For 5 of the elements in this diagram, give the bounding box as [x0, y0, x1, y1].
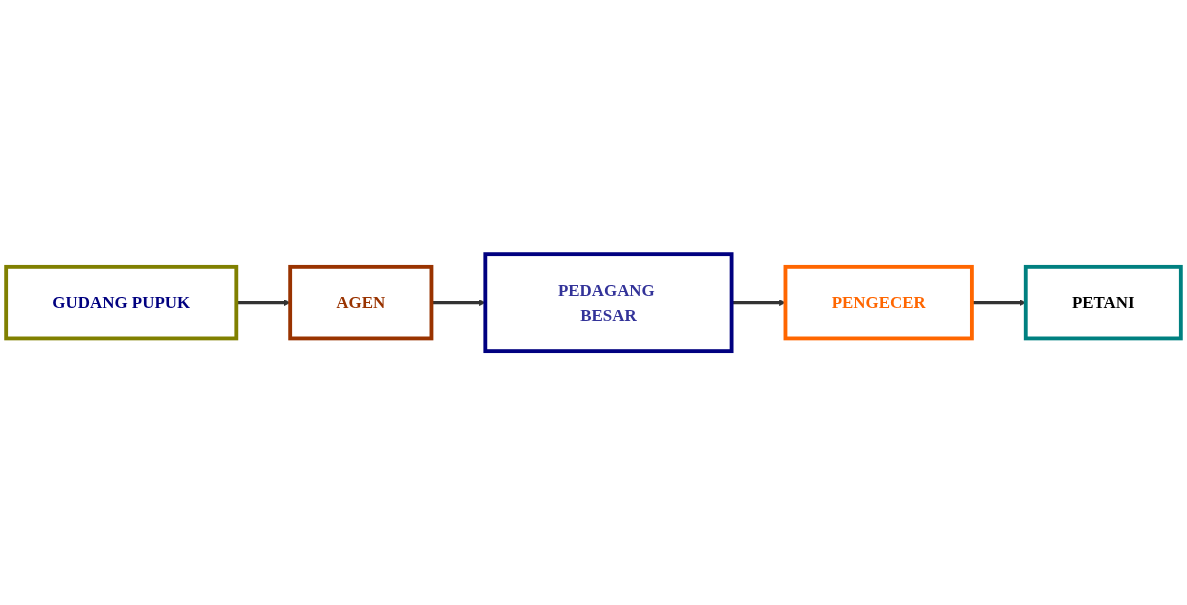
node-box: GUDANG PUPUK [4, 264, 239, 341]
node-box: AGEN [288, 264, 434, 341]
node-box: PENGECER [783, 264, 974, 341]
node-box: PETANI [1023, 264, 1183, 341]
node-box: PEDAGANG BESAR [483, 252, 734, 353]
